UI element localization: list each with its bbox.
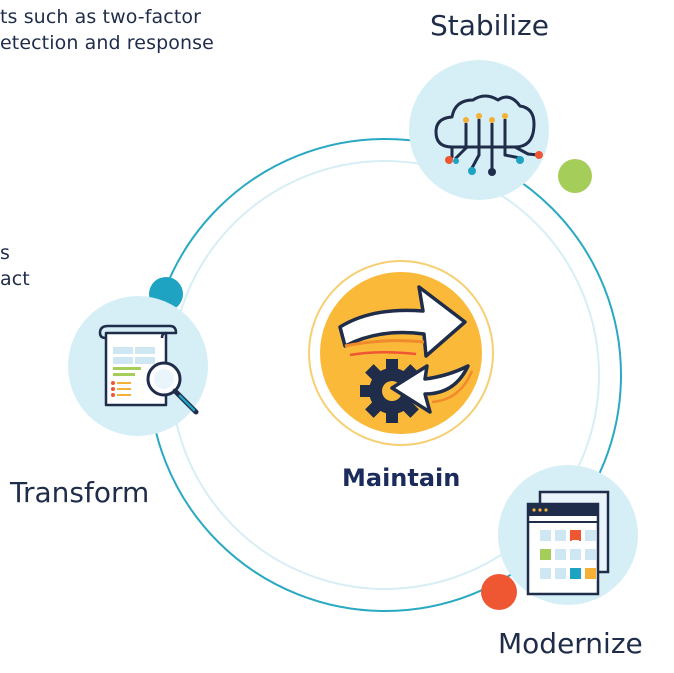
orange-dot xyxy=(481,574,517,610)
stage-label-stabilize: Stabilize xyxy=(430,9,549,42)
side-text-line-2: act xyxy=(0,268,30,290)
maintain-node xyxy=(308,260,494,446)
side-text-line-1: s xyxy=(0,242,10,264)
stage-label-maintain: Maintain xyxy=(342,464,461,492)
arrows-gear-icon xyxy=(338,285,474,423)
stabilize-node xyxy=(409,60,549,200)
transform-node xyxy=(68,296,208,436)
intro-text-line-2: etection and response xyxy=(0,32,214,54)
cloud-nodes xyxy=(445,113,543,176)
stage-label-modernize: Modernize xyxy=(498,627,643,660)
calendar-dashboard-icon xyxy=(526,490,610,596)
document-search-icon xyxy=(98,324,199,415)
cloud-network-icon xyxy=(434,94,540,170)
intro-text-line-1: ts such as two-factor xyxy=(0,6,202,28)
modernize-node xyxy=(498,465,638,605)
stage-label-transform: Transform xyxy=(10,476,150,509)
green-dot xyxy=(558,159,592,193)
